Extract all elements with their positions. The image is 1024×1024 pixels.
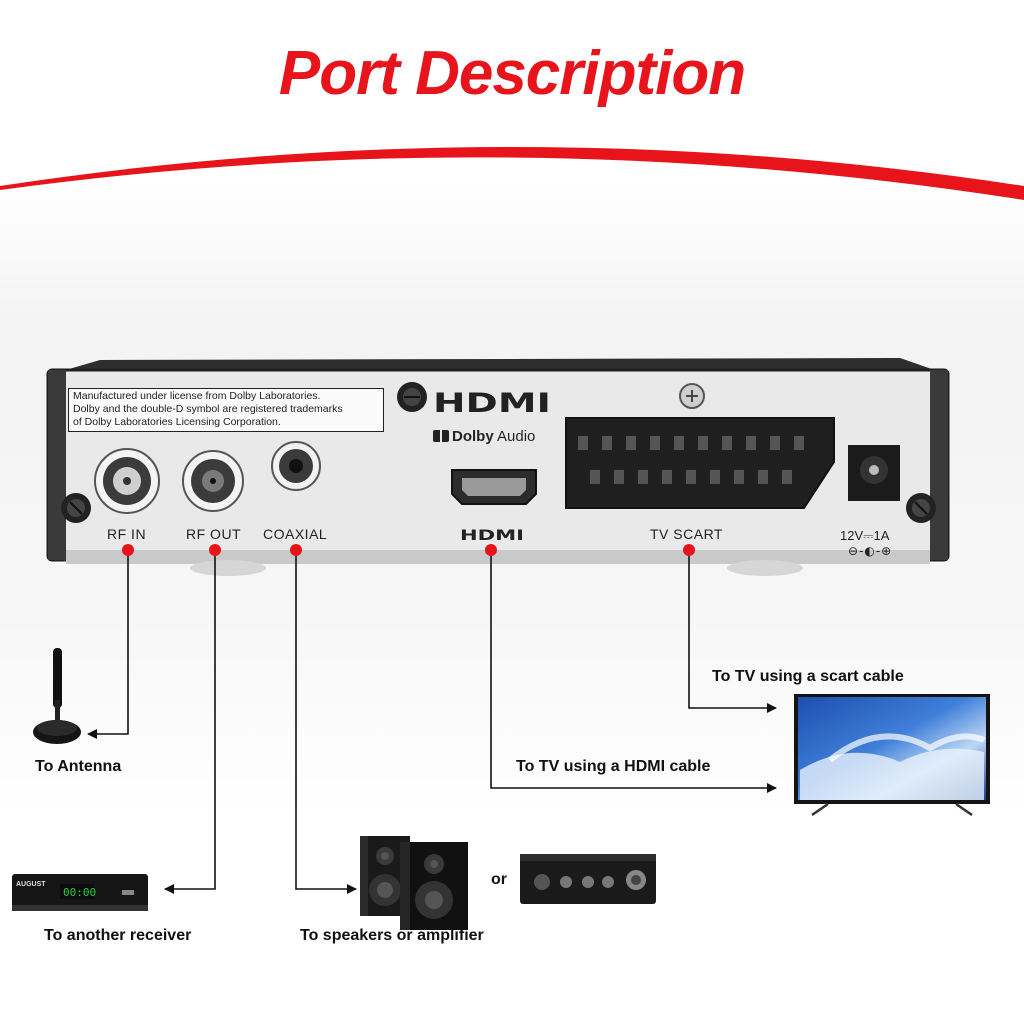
screw-icon [679, 383, 705, 409]
scart-pin [578, 436, 588, 450]
rf-out-line [164, 556, 216, 894]
svg-text:AUGUST: AUGUST [16, 881, 46, 888]
dolby-audio-text: Audio [497, 428, 536, 445]
scart-pin [650, 436, 660, 450]
dolby-license-notice: Manufactured under license from Dolby La… [68, 388, 384, 432]
scart-pin [662, 470, 672, 484]
notice-line: of Dolby Laboratories Licensing Corporat… [73, 416, 281, 428]
scart-pin [614, 470, 624, 484]
coaxial-label: COAXIAL [263, 526, 328, 542]
scart-pin [698, 436, 708, 450]
device-bottom-edge [66, 550, 930, 564]
notice-line: Dolby and the double-D symbol are regist… [73, 403, 343, 415]
hdmi-tv-caption: To TV using a HDMI cable [516, 758, 711, 775]
power-port [848, 445, 900, 501]
scart-port [565, 417, 835, 509]
dolby-double-d-icon [433, 430, 449, 442]
device-foot-right [727, 560, 803, 576]
screw-icon [61, 493, 91, 523]
coaxial-line [295, 556, 357, 894]
receiver-icon: 00:00 AUGUST [12, 874, 148, 911]
antenna-caption: To Antenna [35, 758, 122, 775]
dolby-brand: Dolby [452, 428, 494, 445]
scart-pin [722, 436, 732, 450]
or-caption: or [491, 871, 507, 888]
receiver-caption: To another receiver [44, 927, 192, 944]
svg-text:00:00: 00:00 [63, 886, 96, 899]
hdmi-logo: HDMI [433, 388, 551, 419]
tv-icon [794, 694, 990, 817]
title-swoosh [0, 147, 1024, 200]
scart-pin [626, 436, 636, 450]
device-side-left [48, 370, 66, 560]
rf-in-port [94, 448, 160, 514]
scart-pin [674, 436, 684, 450]
notice-line: Manufactured under license from Dolby La… [73, 390, 321, 402]
rf-out-port [182, 450, 244, 512]
device-foot-left [190, 560, 266, 576]
power-polarity-symbol: ⊖-◐-⊕ [848, 544, 893, 558]
hdmi-line [490, 556, 777, 793]
scart-pin [746, 436, 756, 450]
rf-in-line [87, 556, 129, 739]
scart-tv-caption: To TV using a scart cable [712, 668, 904, 685]
scart-pin [782, 470, 792, 484]
scart-pin [638, 470, 648, 484]
scart-pin [734, 470, 744, 484]
scart-pin [794, 436, 804, 450]
speakers-caption: To speakers or amplifier [300, 927, 484, 944]
scart-pin [686, 470, 696, 484]
hdmi-port [451, 469, 537, 505]
hdmi-port-logo: HDMI [460, 528, 524, 544]
connection-lines [87, 556, 777, 894]
scart-pin [770, 436, 780, 450]
port-markers [122, 544, 695, 556]
rf-in-label: RF IN [107, 526, 147, 542]
screw-icon [397, 382, 427, 412]
device-side-right [930, 370, 948, 560]
scart-pin [758, 470, 768, 484]
tv-scart-label: TV SCART [650, 526, 723, 542]
coaxial-port [271, 441, 321, 491]
rf-out-label: RF OUT [186, 526, 242, 542]
power-rating-label: 12V⎓1A [840, 528, 890, 543]
dolby-audio-logo: Dolby Audio [433, 428, 535, 445]
page-title: Port Description [278, 39, 746, 108]
scart-pin [602, 436, 612, 450]
screw-icon [906, 493, 936, 523]
scart-line [688, 556, 777, 713]
amplifier-icon [520, 854, 656, 904]
scart-pin [590, 470, 600, 484]
scart-pin [710, 470, 720, 484]
antenna-icon [33, 648, 81, 744]
speakers-icon [360, 836, 468, 930]
